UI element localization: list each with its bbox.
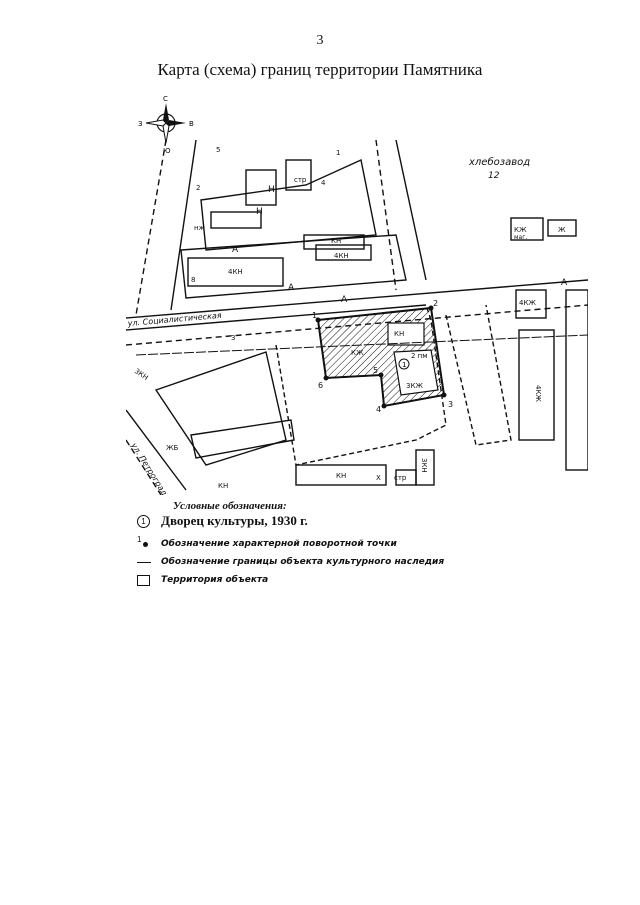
- label-3kn-south: 3КН: [420, 458, 428, 473]
- point-4-label: 4: [376, 405, 381, 414]
- point-2-label: 2: [433, 299, 438, 308]
- street-left-vertical-2: [170, 140, 197, 311]
- building-right-5: [565, 289, 588, 471]
- label-zhb: ЖБ: [166, 444, 179, 452]
- object-marker-icon: 1: [137, 514, 150, 528]
- building-right-2: [547, 219, 577, 237]
- label-4kzh-right-vert: 4КЖ: [534, 385, 542, 402]
- page-title: Карта (схема) границ территории Памятник…: [157, 60, 483, 79]
- street-right-vertical: [395, 140, 427, 281]
- page-number: 3: [316, 33, 324, 48]
- point-4-dot: [381, 403, 387, 409]
- block-north-inner: [200, 158, 377, 251]
- label-kn-object: КН: [394, 330, 404, 338]
- territory-square-icon: [137, 574, 150, 586]
- object-building-kn: [387, 322, 425, 346]
- building-right-1: [510, 217, 544, 241]
- building-south-1: [295, 464, 387, 486]
- legend-territory-desc: Территория объекта: [161, 575, 269, 585]
- label-2pm: 2 пм: [411, 352, 428, 360]
- legend-boundary-desc: Обозначение границы объекта культурного …: [161, 557, 445, 567]
- label-a-right: А: [561, 278, 568, 288]
- label-three-left: 3: [231, 334, 235, 342]
- label-kn-south: КН: [336, 472, 346, 480]
- label-kh: Х: [376, 474, 381, 482]
- label-n-mid: Н: [256, 207, 263, 217]
- object-marker-circle: [398, 358, 410, 370]
- label-mag: маг.: [514, 234, 527, 241]
- compass-south: Ю: [163, 147, 171, 155]
- label-a-mid: А: [288, 283, 295, 293]
- street-socialist-edge: [126, 304, 427, 331]
- label-4kn-north: 4КН: [228, 268, 243, 276]
- point-1-label: 1: [312, 311, 317, 320]
- label-a-street: А: [341, 295, 348, 305]
- point-5-label: 5: [373, 366, 378, 375]
- compass-rose-icon: С Ю З В: [138, 95, 194, 155]
- point-2-dot: [428, 305, 434, 311]
- compass-west: З: [138, 120, 143, 128]
- label-nezh: нж: [194, 224, 206, 232]
- label-str-south: стр: [394, 474, 407, 482]
- utility-line: [135, 334, 588, 356]
- site-block-east: [445, 304, 512, 446]
- label-4kzh-right: 4КЖ: [519, 299, 536, 307]
- label-zh-right: Ж: [558, 226, 566, 234]
- label-one-top: 1: [336, 149, 340, 157]
- building-south-2: [415, 449, 435, 486]
- legend-row-point: 1 Обозначение характерной поворотной точ…: [137, 535, 397, 552]
- label-two-left: 2: [196, 184, 200, 192]
- label-a-north: А: [232, 245, 239, 255]
- legend-point-desc: Обозначение характерной поворотной точки: [161, 539, 397, 549]
- label-3kzh-object: 3КЖ: [406, 382, 423, 390]
- legend-heading: Условные обозначения:: [173, 500, 287, 512]
- object-marker-label: 1: [402, 361, 406, 369]
- legend-row-boundary: Обозначение границы объекта культурного …: [137, 554, 444, 570]
- street-lower-left-edge: [126, 439, 162, 495]
- legend-row-territory: Территория объекта: [137, 572, 268, 588]
- point-3-dot: [441, 392, 447, 398]
- point-5-dot: [378, 372, 384, 378]
- label-kn-north: КН: [331, 237, 341, 245]
- label-kzh-right: КЖ: [514, 226, 527, 234]
- block-southwest: [154, 351, 287, 466]
- block-southwest-row: [190, 419, 295, 459]
- street-right-vertical-2: [375, 140, 397, 291]
- point-marker-icon: 1: [137, 535, 151, 550]
- label-str-top: стр: [294, 176, 307, 184]
- street-lower-left: [126, 409, 187, 491]
- label-kzh-object: КЖ: [351, 349, 364, 357]
- label-four-top: 4: [321, 179, 326, 187]
- boundary-line-icon: [137, 561, 151, 563]
- building-right-3: [515, 289, 547, 319]
- label-3kn-left: 3КН: [133, 367, 150, 382]
- label-five: 5: [216, 146, 220, 154]
- label-eight: 8: [191, 276, 195, 284]
- compass-east: В: [189, 120, 194, 128]
- bakery-number: 12: [488, 171, 500, 181]
- building-top-3: [210, 211, 262, 229]
- building-top-5: [315, 244, 372, 261]
- legend-row-object: 1 Дворец культуры, 1930 г.: [137, 513, 308, 529]
- building-top-2: [285, 159, 312, 191]
- legend-object-name: Дворец культуры, 1930 г.: [161, 513, 308, 528]
- street-socialist: [126, 279, 588, 319]
- building-top-4: [303, 234, 365, 250]
- point-3-label: 3: [448, 400, 453, 409]
- label-kn-southwest: КН: [218, 482, 228, 490]
- building-top-6: [187, 257, 284, 287]
- building-south-3: [395, 469, 417, 486]
- label-n-top: Н: [268, 185, 275, 195]
- point-6-label: 6: [318, 381, 323, 390]
- label-4kn-mid: 4КН: [334, 252, 349, 260]
- site-map: 1 2 3 4 5 6 1 ул. Социалистическая ул. П…: [126, 140, 588, 495]
- point-6-dot: [323, 375, 329, 381]
- compass-north: С: [163, 95, 168, 103]
- point-1-dot: [315, 317, 321, 323]
- street-left-vertical: [135, 140, 167, 316]
- building-top-1: [245, 169, 277, 206]
- building-right-4: [518, 329, 555, 441]
- bakery-label: хлебозавод: [468, 156, 530, 168]
